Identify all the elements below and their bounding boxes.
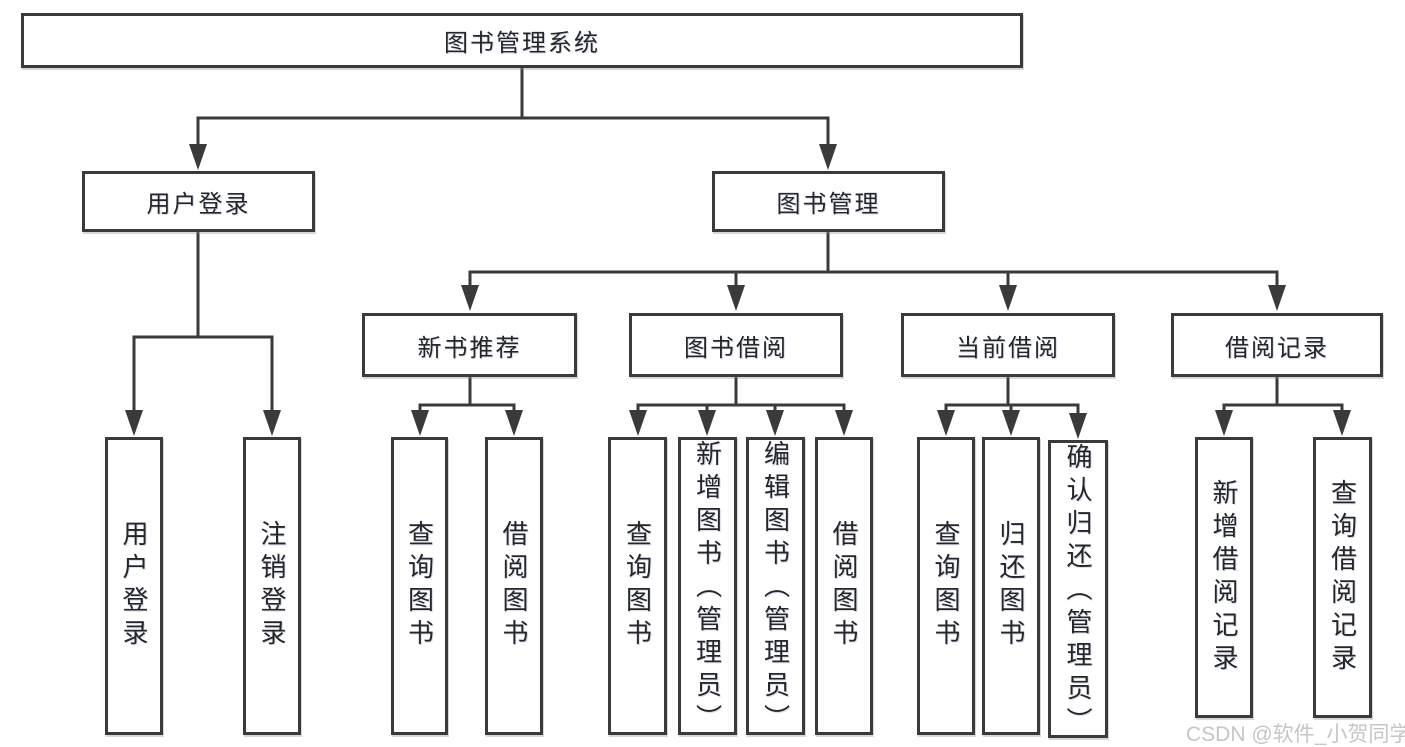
arrowhead [835, 410, 853, 436]
node-borrow-records: 借阅记录 [1171, 313, 1383, 377]
node-bb-edit-book-admin-label: 编辑图书（管理员） [760, 440, 791, 737]
node-book-mgmt-label: 图书管理 [776, 191, 881, 218]
csdn-watermark: CSDN @软件_小贺同学 [1186, 723, 1405, 746]
arrowhead [461, 285, 479, 311]
arrowhead [189, 144, 207, 170]
node-bb-edit-book-admin: 编辑图书（管理员） [746, 437, 805, 737]
node-bb-add-book-admin-label: 新增图书（管理员） [692, 440, 723, 737]
arrowhead [263, 410, 281, 436]
connector-book-borrow [629, 375, 853, 436]
node-cb-query-book: 查询图书 [917, 437, 975, 735]
arrowhead [1069, 413, 1087, 439]
node-bb-borrow-book: 借阅图书 [815, 437, 873, 735]
arrowhead [1215, 410, 1233, 436]
node-cb-query-book-label: 查询图书 [931, 520, 961, 652]
node-book-mgmt: 图书管理 [712, 171, 945, 232]
node-logout-leaf: 注销登录 [243, 437, 301, 735]
arrowhead [1002, 410, 1020, 436]
node-bb-borrow-book-label: 借阅图书 [829, 520, 859, 652]
arrowhead [411, 410, 429, 436]
connector-new-book-rec [411, 375, 523, 436]
arrowhead [1333, 410, 1351, 436]
node-nbr-borrow-book: 借阅图书 [485, 437, 543, 735]
arrowhead [125, 410, 143, 436]
node-current-borrow: 当前借阅 [901, 313, 1115, 377]
connector-book-mgmt [461, 230, 1286, 311]
node-br-add-record: 新增借阅记录 [1195, 437, 1253, 718]
node-nbr-query-book: 查询图书 [391, 437, 448, 735]
node-root: 图书管理系统 [21, 13, 1023, 68]
arrowhead [698, 410, 716, 436]
node-new-book-rec: 新书推荐 [362, 313, 577, 377]
node-cb-confirm-return-admin: 确认归还（管理员） [1048, 440, 1108, 740]
node-user-login-leaf-label: 用户登录 [119, 520, 149, 652]
arrowhead [629, 410, 647, 436]
arrowhead [766, 410, 784, 436]
connector-current-borrow [937, 375, 1087, 439]
node-cb-return-book: 归还图书 [982, 437, 1040, 735]
node-new-book-rec-label: 新书推荐 [417, 334, 522, 362]
node-nbr-borrow-book-label: 借阅图书 [499, 520, 529, 652]
node-cb-confirm-return-admin-label: 确认归还（管理员） [1063, 443, 1093, 740]
arrowhead [505, 410, 523, 436]
connector-user-login [125, 230, 281, 436]
node-book-borrow-label: 图书借阅 [684, 334, 788, 362]
node-logout-leaf-label: 注销登录 [257, 520, 287, 652]
arrowhead [999, 285, 1017, 311]
node-bb-query-book: 查询图书 [608, 437, 667, 735]
node-user-login-leaf: 用户登录 [105, 437, 163, 735]
node-root-label: 图书管理系统 [444, 30, 600, 57]
node-bb-query-book-label: 查询图书 [622, 520, 653, 652]
node-bb-add-book-admin: 新增图书（管理员） [678, 437, 737, 737]
arrowhead [819, 144, 837, 170]
arrowhead [1268, 285, 1286, 311]
node-current-borrow-label: 当前借阅 [956, 334, 1060, 362]
node-nbr-query-book-label: 查询图书 [404, 520, 435, 652]
node-br-add-record-label: 新增借阅记录 [1209, 478, 1239, 677]
arrowhead [727, 285, 745, 311]
connector-borrow-records [1215, 375, 1351, 436]
node-cb-return-book-label: 归还图书 [996, 520, 1026, 652]
node-book-borrow: 图书借阅 [629, 313, 843, 377]
node-br-query-record-label: 查询借阅记录 [1327, 478, 1358, 677]
node-user-login: 用户登录 [82, 171, 315, 232]
node-user-login-label: 用户登录 [146, 191, 251, 218]
node-borrow-records-label: 借阅记录 [1225, 334, 1329, 362]
connector-root [189, 66, 837, 170]
node-br-query-record: 查询借阅记录 [1313, 437, 1372, 718]
arrowhead [937, 410, 955, 436]
